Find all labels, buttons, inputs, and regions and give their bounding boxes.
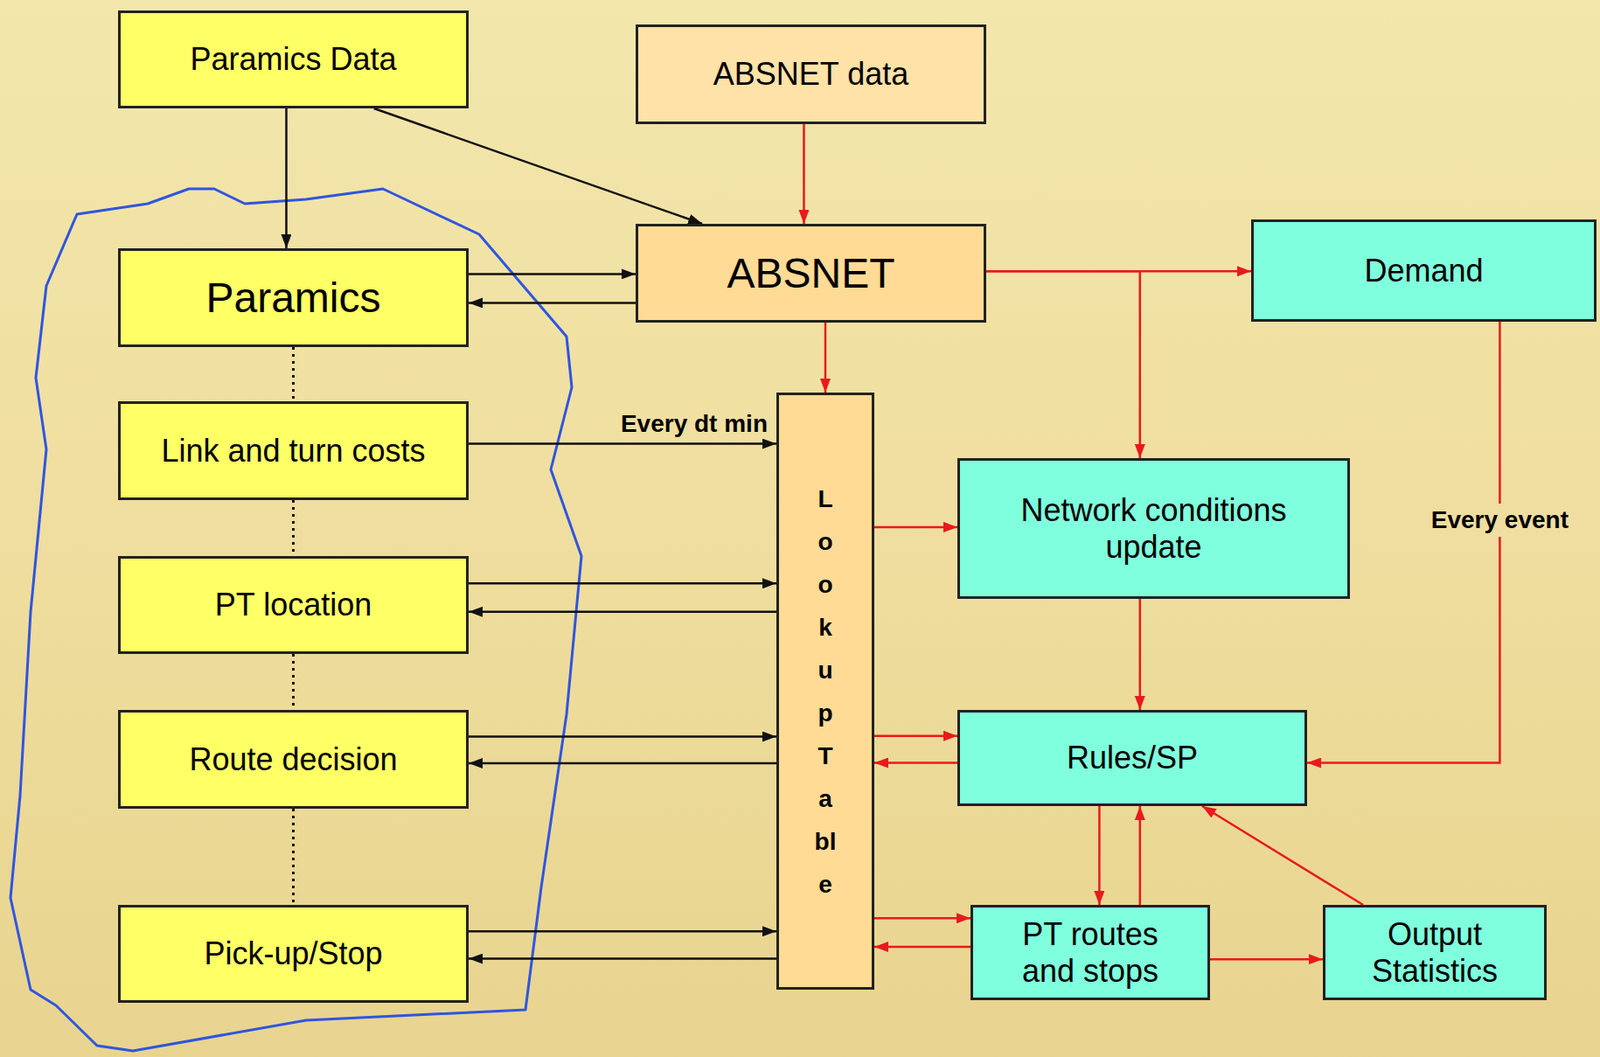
- connector-arrow: [374, 108, 703, 224]
- connector-arrow: [468, 582, 777, 585]
- node-text: Route decision: [188, 741, 397, 778]
- edge-label: Every dt min: [620, 409, 768, 439]
- dotted-connector: [292, 347, 295, 402]
- node-text: Link and turn costs: [160, 432, 425, 469]
- connector-arrow: [468, 301, 636, 305]
- connector-arrow: [468, 735, 777, 738]
- connector-arrow: [1139, 598, 1142, 710]
- node-text: Paramics Data: [189, 41, 397, 77]
- data-box: Paramics Data: [118, 10, 469, 109]
- model-box: ABSNET: [635, 223, 987, 323]
- node-text: PT location: [215, 586, 372, 623]
- dotted-connector: [292, 653, 295, 710]
- connector-arrow: [874, 734, 958, 738]
- node-text: Rules/SP: [1066, 739, 1198, 776]
- node-text: Output Statistics: [1344, 916, 1525, 989]
- node-text: ABSNET data: [713, 55, 909, 92]
- lookup-table: Lookup Table: [776, 392, 875, 990]
- process-box: Network conditions update: [957, 458, 1350, 599]
- dotted-connector: [292, 808, 295, 905]
- connector-arrow: [285, 108, 288, 249]
- connector-arrow: [468, 930, 777, 933]
- connector-arrow: [1210, 958, 1323, 961]
- node-text: Network conditions update: [979, 492, 1329, 565]
- process-box: Rules/SP: [957, 709, 1308, 807]
- node-text: Pick-up/Stop: [203, 935, 383, 972]
- connector-arrow: [874, 761, 958, 765]
- node-text: ABSNET: [726, 249, 895, 298]
- group-outline: [10, 188, 582, 1051]
- connector-arrow: [986, 271, 1141, 459]
- node-text: Demand: [1363, 252, 1483, 289]
- model-box: Paramics: [118, 248, 469, 348]
- process-box: Demand: [1251, 219, 1597, 322]
- connector-arrow: [874, 526, 958, 529]
- process-box: PT routes and stops: [970, 904, 1211, 1001]
- connector-arrow: [874, 917, 971, 920]
- connector-arrow: [468, 957, 777, 960]
- node-text: Paramics: [205, 273, 381, 322]
- connector-arrow: [874, 946, 971, 949]
- connector-arrow: [468, 442, 777, 446]
- connector-arrow: [1202, 806, 1364, 905]
- node-text: PT routes and stops: [999, 916, 1182, 989]
- function-box: PT location: [118, 556, 469, 654]
- connector-arrow: [468, 611, 777, 614]
- function-box: Pick-up/Stop: [118, 904, 469, 1003]
- connector-arrow: [802, 124, 806, 224]
- connector-arrow: [468, 272, 636, 276]
- data-box: ABSNET data: [635, 24, 987, 125]
- dotted-connector: [292, 500, 295, 557]
- edge-label: Every event: [1426, 503, 1574, 537]
- connector-arrow: [1139, 806, 1142, 905]
- connector-arrow: [824, 322, 828, 393]
- function-box: Route decision: [118, 709, 469, 809]
- connector-arrow: [468, 762, 777, 766]
- vertical-label: Lookup Table: [813, 477, 838, 906]
- process-box: Output Statistics: [1322, 904, 1547, 1001]
- connector-arrow: [1098, 806, 1101, 905]
- function-box: Link and turn costs: [118, 401, 469, 501]
